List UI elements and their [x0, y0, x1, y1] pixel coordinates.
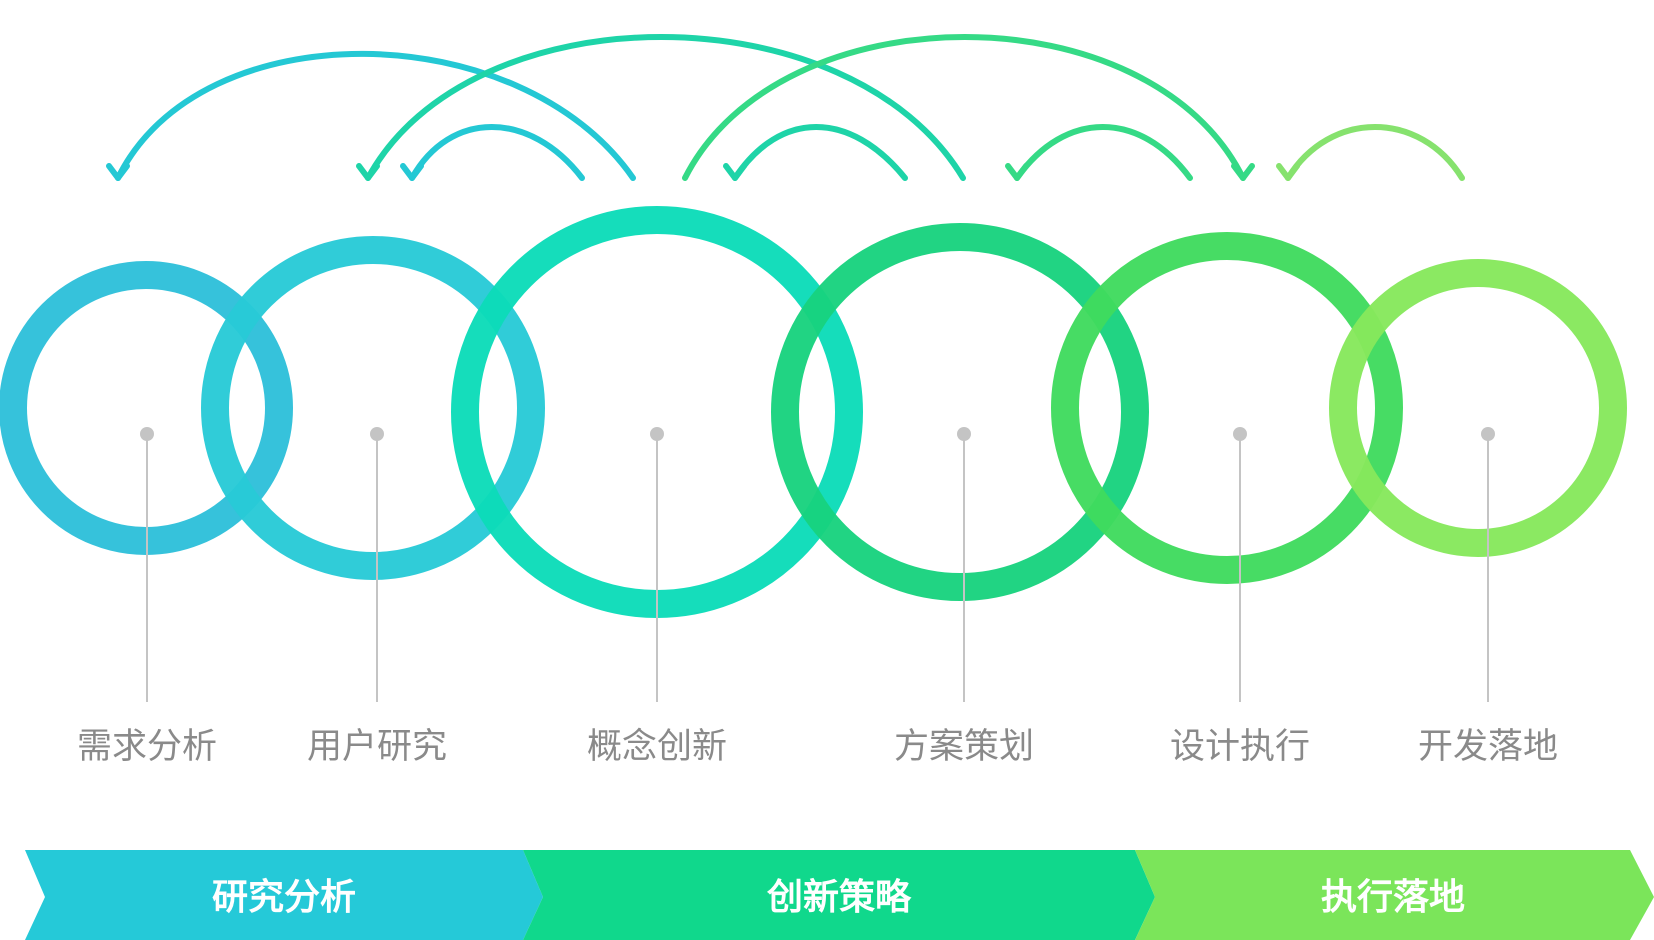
- phase-chevron-strategy: [523, 850, 1155, 940]
- flow-arcs: [106, 34, 1465, 181]
- phase-chevron-execution: [1135, 850, 1654, 940]
- arc-arrow-need-analysis-head: [106, 163, 130, 181]
- step-label-4: 方案策划: [894, 727, 1034, 767]
- phase-banner: 研究分析 创新策略 执行落地: [25, 850, 1654, 940]
- phase-label-strategy: 创新策略: [767, 877, 912, 918]
- step-ring-6: [1329, 259, 1627, 557]
- step-label-1: 需求分析: [77, 727, 217, 767]
- leader-dot-3: [650, 427, 664, 441]
- phase-label-execution: 执行落地: [1321, 877, 1465, 918]
- leader-dot-1: [140, 427, 154, 441]
- arc-arrow-concept: [682, 34, 1246, 181]
- arc-arrow-user-research-head: [356, 163, 380, 181]
- arc-arrow-small-1: [409, 124, 585, 181]
- leader-dot-2: [370, 427, 384, 441]
- arc-arrow-small-1-head: [400, 163, 424, 181]
- step-ring-4: [771, 223, 1149, 601]
- step-labels: 需求分析 用户研究 概念创新 方案策划 设计执行 开发落地: [77, 727, 1558, 767]
- phase-chevron-research: [25, 850, 543, 940]
- step-rings: [0, 206, 1627, 618]
- leader-dot-4: [957, 427, 971, 441]
- leader-lines: [140, 427, 1495, 702]
- step-label-5: 设计执行: [1170, 727, 1310, 767]
- phase-label-research: 研究分析: [212, 877, 356, 918]
- arc-arrow-small-4: [1285, 124, 1465, 181]
- step-ring-5: [1051, 232, 1403, 584]
- step-ring-2: [201, 236, 545, 580]
- arc-arrow-need-analysis: [115, 50, 636, 181]
- step-label-2: 用户研究: [307, 727, 447, 767]
- arc-arrow-user-research: [365, 34, 966, 181]
- step-label-3: 概念创新: [587, 727, 727, 767]
- arc-arrow-small-4-head: [1276, 163, 1300, 181]
- arc-arrow-small-2: [732, 124, 908, 181]
- arc-arrow-concept-head: [1231, 163, 1255, 181]
- leader-dot-5: [1233, 427, 1247, 441]
- step-label-6: 开发落地: [1418, 727, 1558, 767]
- arc-arrow-small-3-head: [1005, 163, 1029, 181]
- arc-arrow-small-3: [1014, 124, 1193, 181]
- leader-dot-6: [1481, 427, 1495, 441]
- arc-arrow-small-2-head: [723, 163, 747, 181]
